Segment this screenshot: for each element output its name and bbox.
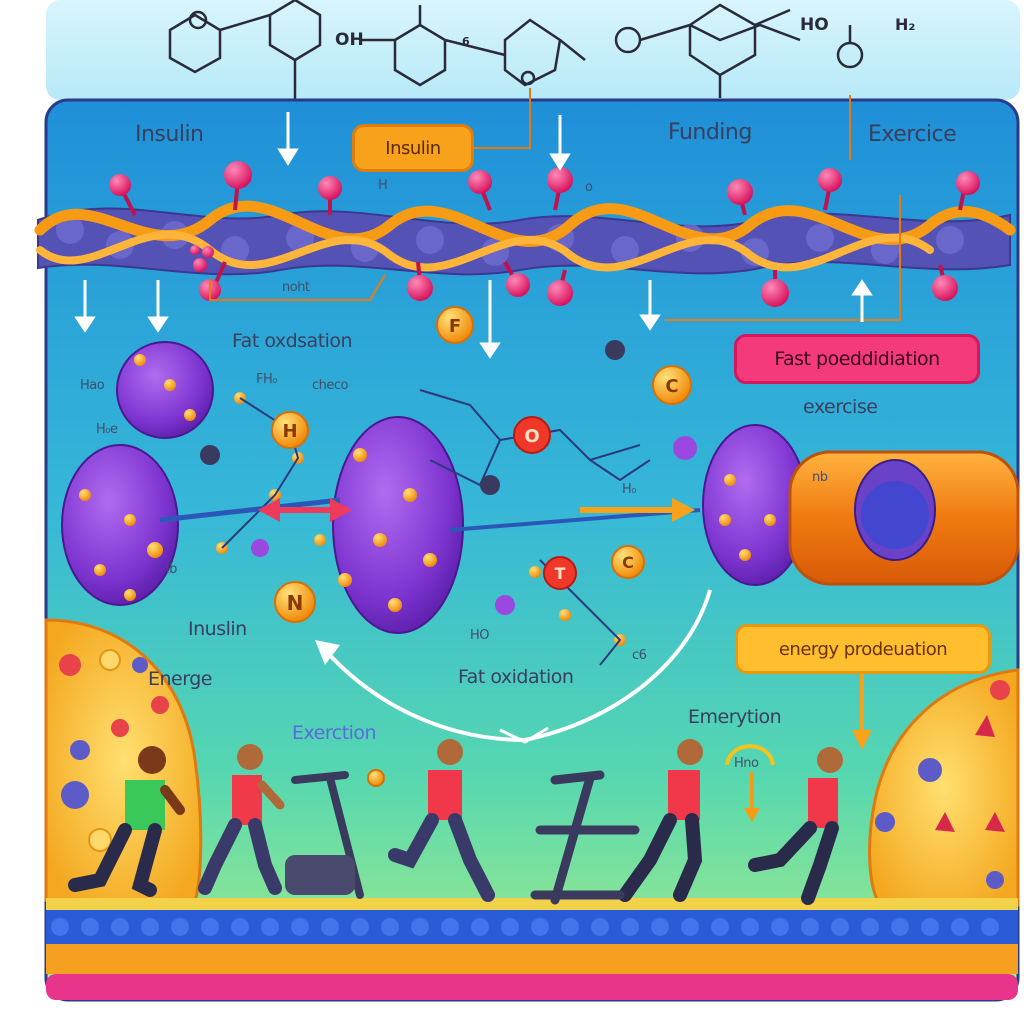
label-fat-oxidation-top: Fat oxdsation bbox=[232, 330, 353, 352]
svg-text:N: N bbox=[287, 591, 304, 615]
atom-h: H bbox=[271, 411, 309, 449]
small-dark-atoms bbox=[200, 340, 625, 495]
ho-top: HO bbox=[800, 15, 829, 35]
label-he: H₀e bbox=[96, 422, 118, 437]
label-funding: Funding bbox=[668, 120, 752, 145]
svg-text:C: C bbox=[665, 376, 678, 397]
label-exerction: Exerction bbox=[292, 722, 377, 744]
top-band bbox=[46, 0, 1020, 100]
double-arrow bbox=[258, 498, 352, 522]
small-purple-atoms bbox=[251, 436, 697, 615]
h2-top: H₂ bbox=[895, 15, 915, 34]
svg-text:F: F bbox=[449, 316, 461, 337]
label-ib: lb bbox=[166, 562, 177, 577]
label-noht: noht bbox=[282, 280, 310, 295]
down-arrows bbox=[74, 112, 873, 359]
label-o-small: o bbox=[585, 180, 593, 195]
atom-f: F bbox=[436, 306, 474, 344]
svg-text:H: H bbox=[282, 421, 297, 442]
fat-tissue-right bbox=[868, 668, 1020, 907]
label-hao: Hao bbox=[80, 378, 105, 393]
chemical-structures bbox=[168, 0, 864, 100]
treadmill bbox=[530, 770, 640, 905]
atom-n: N bbox=[274, 581, 316, 623]
runner-3 bbox=[388, 739, 495, 902]
pill-fast: Fast poeddidiation bbox=[734, 334, 980, 384]
purple-cells bbox=[61, 341, 808, 634]
label-emerytion: Emerytion bbox=[688, 706, 782, 728]
label-c6: c6 bbox=[632, 648, 647, 663]
label-nb: nb bbox=[812, 470, 828, 485]
mini-cycle bbox=[725, 744, 775, 822]
orange-down-arrow bbox=[852, 672, 872, 750]
svg-text:O: O bbox=[524, 426, 539, 447]
atom-c2: C bbox=[611, 545, 645, 579]
label-hno-round: Hno bbox=[734, 756, 759, 771]
orange-tube bbox=[788, 450, 1020, 586]
label-h-small: H bbox=[378, 178, 388, 193]
protein-strand bbox=[34, 200, 1016, 276]
svg-text:C: C bbox=[622, 553, 634, 572]
label-ho-small: HO bbox=[470, 628, 490, 643]
pill-insulin: Insulin bbox=[352, 124, 474, 172]
atom-c1: C bbox=[652, 365, 692, 405]
label-insulin-top: Insulin bbox=[135, 122, 204, 147]
exercise-bike bbox=[285, 771, 364, 899]
atom-t: T bbox=[543, 556, 577, 590]
orange-dots bbox=[79, 354, 776, 646]
curved-arrow bbox=[315, 589, 712, 744]
pink-nodes bbox=[109, 161, 980, 307]
runner-2 bbox=[198, 744, 285, 895]
runner-5 bbox=[748, 747, 843, 905]
connector-lines bbox=[209, 88, 901, 321]
orange-right-arrow bbox=[580, 498, 695, 522]
label-fh: FH₀ bbox=[256, 372, 277, 387]
small-orange-marker bbox=[367, 769, 385, 787]
oh-top: OH bbox=[335, 30, 364, 50]
svg-text:T: T bbox=[555, 564, 566, 583]
label-checo: chеco bbox=[312, 378, 349, 393]
label-exercise-mid: exercise bbox=[803, 396, 878, 418]
six-top: 6 bbox=[462, 35, 470, 48]
label-energe: Energe bbox=[148, 668, 212, 690]
label-hr: H₀ bbox=[622, 482, 637, 497]
runner-4 bbox=[618, 739, 703, 902]
atom-o: O bbox=[513, 416, 551, 454]
runner-1 bbox=[68, 746, 185, 897]
floor bbox=[46, 898, 1018, 1000]
label-exercise-top: Exercice bbox=[868, 122, 957, 147]
label-fat-oxidation-bottom: Fat oxidation bbox=[458, 666, 574, 688]
pill-energy: energy prodeuation bbox=[735, 624, 991, 674]
label-insulin-mid: Inuslin bbox=[188, 618, 247, 640]
molecule-network bbox=[159, 389, 701, 666]
